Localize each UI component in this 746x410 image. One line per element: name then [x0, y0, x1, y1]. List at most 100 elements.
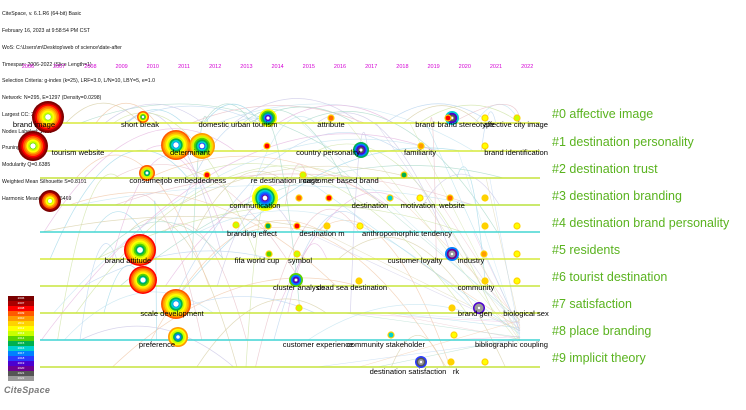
keyword-node[interactable] — [161, 130, 191, 160]
info-line: Modularity Q=0.6385 — [2, 162, 51, 169]
keyword-node[interactable] — [355, 277, 363, 285]
keyword-node[interactable] — [263, 142, 271, 150]
node-core — [450, 252, 454, 256]
node-core — [266, 251, 272, 257]
keyword-node[interactable] — [203, 171, 211, 179]
node-core — [356, 278, 362, 284]
keyword-node[interactable] — [124, 234, 156, 266]
link-arc — [419, 104, 521, 124]
keyword-node[interactable] — [137, 111, 149, 123]
keyword-node[interactable] — [264, 222, 272, 230]
keyword-node[interactable] — [386, 194, 394, 202]
keyword-node[interactable] — [513, 114, 521, 122]
keyword-node[interactable] — [289, 273, 303, 287]
link-arc — [111, 154, 196, 260]
node-core — [514, 223, 520, 229]
keyword-node[interactable] — [293, 250, 301, 258]
keyword-node[interactable] — [39, 190, 61, 212]
node-core — [264, 143, 270, 149]
link-arc — [95, 102, 157, 124]
keyword-node[interactable] — [353, 142, 369, 158]
keyword-node[interactable] — [444, 114, 452, 122]
cluster-label: #2 destination trust — [552, 162, 658, 176]
node-label: website — [438, 201, 465, 210]
link-arc — [318, 150, 521, 321]
node-core — [477, 306, 481, 310]
keyword-node[interactable] — [299, 171, 307, 179]
link-arc — [316, 143, 494, 314]
year-tick-label: 2006 — [22, 64, 34, 70]
info-line: WoS: C:\Users\m\Desktop\web of science\d… — [2, 44, 122, 51]
keyword-node[interactable] — [513, 277, 521, 285]
node-core — [233, 222, 239, 228]
info-line: CiteSpace, v. 6.1.R6 (64-bit) Basic — [2, 11, 82, 18]
keyword-node[interactable] — [481, 194, 489, 202]
keyword-node[interactable] — [139, 165, 155, 181]
link-arc — [425, 122, 521, 332]
node-core — [199, 143, 205, 149]
legend-swatch: 2021 — [8, 371, 34, 376]
node-label: tourism website — [52, 148, 105, 157]
keyword-node[interactable] — [325, 194, 333, 202]
keyword-node[interactable] — [415, 356, 427, 368]
keyword-node[interactable] — [327, 114, 335, 122]
keyword-node[interactable] — [481, 358, 489, 366]
keyword-node[interactable] — [18, 131, 48, 161]
link-arc — [76, 154, 210, 287]
keyword-node[interactable] — [189, 133, 215, 159]
link-arc — [163, 223, 247, 341]
node-label: biological sex — [503, 309, 549, 318]
keyword-node[interactable] — [481, 142, 489, 150]
node-core — [447, 195, 453, 201]
node-core — [262, 195, 268, 201]
node-label: symbol — [288, 256, 312, 265]
keyword-node[interactable] — [445, 247, 459, 261]
keyword-node[interactable] — [232, 221, 240, 229]
keyword-node[interactable] — [481, 222, 489, 230]
link-arc — [166, 132, 401, 314]
keyword-node[interactable] — [481, 277, 489, 285]
keyword-node[interactable] — [323, 222, 331, 230]
keyword-node[interactable] — [265, 250, 273, 258]
cluster-label: #3 destination branding — [552, 189, 682, 203]
keyword-node[interactable] — [129, 266, 157, 294]
keyword-node[interactable] — [295, 304, 303, 312]
keyword-node[interactable] — [417, 142, 425, 150]
cluster-label: #1 destination personality — [552, 135, 695, 149]
keyword-node[interactable] — [356, 222, 364, 230]
keyword-node[interactable] — [259, 109, 277, 127]
link-arc — [481, 111, 497, 152]
link-arc — [385, 103, 491, 124]
keyword-node[interactable] — [252, 185, 278, 211]
keyword-node[interactable] — [293, 222, 301, 230]
keyword-node[interactable] — [295, 194, 303, 202]
keyword-node[interactable] — [473, 302, 485, 314]
year-tick-label: 2009 — [115, 64, 127, 70]
keyword-node[interactable] — [513, 250, 521, 258]
keyword-node[interactable] — [32, 101, 64, 133]
keyword-node[interactable] — [448, 304, 456, 312]
keyword-node[interactable] — [480, 250, 488, 258]
keyword-node[interactable] — [168, 327, 188, 347]
node-core — [48, 199, 52, 203]
keyword-node[interactable] — [387, 331, 395, 339]
keyword-node[interactable] — [481, 114, 489, 122]
keyword-node[interactable] — [447, 358, 455, 366]
keyword-node[interactable] — [400, 171, 408, 179]
link-arc — [287, 243, 328, 314]
link-arc — [316, 112, 454, 260]
keyword-node[interactable] — [513, 222, 521, 230]
keyword-node[interactable] — [450, 331, 458, 339]
link-arc — [104, 103, 203, 124]
keyword-node[interactable] — [416, 194, 424, 202]
node-label: destination — [352, 201, 389, 210]
node-core — [387, 195, 393, 201]
keyword-node[interactable] — [161, 289, 191, 319]
node-label: bibliographic coupling — [475, 340, 548, 349]
cluster-label: #8 place branding — [552, 324, 651, 338]
link-arc — [178, 165, 412, 206]
cluster-label: #5 residents — [552, 243, 620, 257]
keyword-nodes[interactable] — [18, 101, 521, 368]
keyword-node[interactable] — [446, 194, 454, 202]
